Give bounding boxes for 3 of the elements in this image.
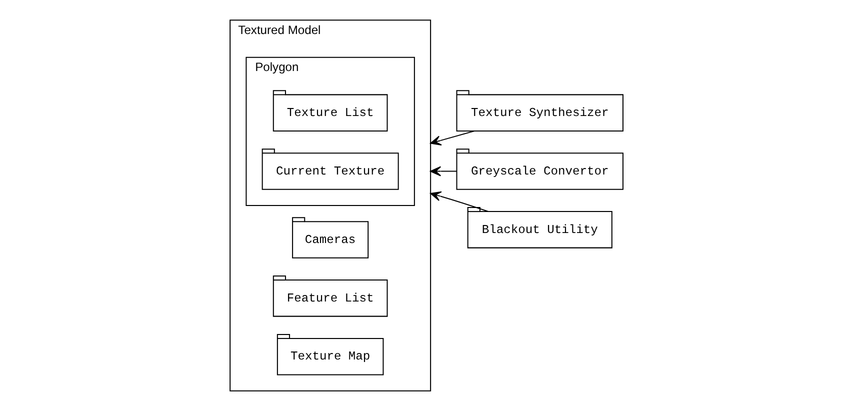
arrow (430, 130, 474, 146)
arrow (430, 166, 457, 176)
arrow (430, 191, 488, 212)
